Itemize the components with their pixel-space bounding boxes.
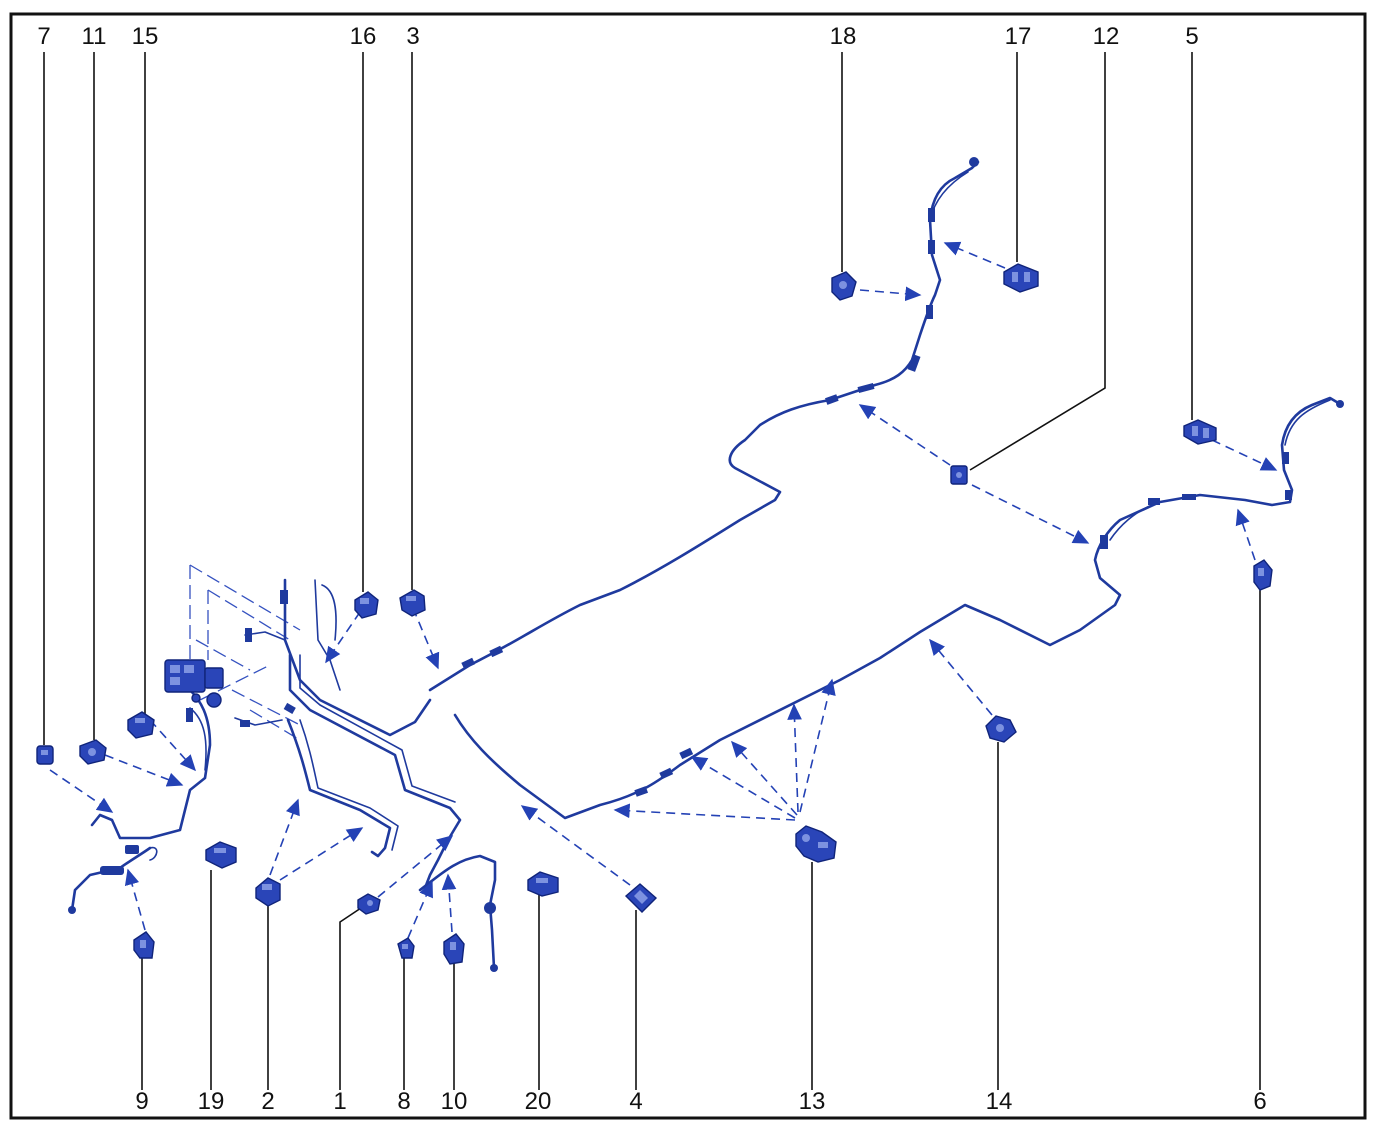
part-9-bracket	[133, 931, 155, 959]
parts	[36, 263, 1273, 965]
callout-15: 15	[132, 23, 159, 50]
part-10-bracket	[443, 933, 465, 965]
callout-17: 17	[1005, 23, 1032, 50]
callout-6: 6	[1253, 1088, 1266, 1115]
callout-13: 13	[799, 1088, 826, 1115]
callout-20: 20	[525, 1088, 552, 1115]
part-6-clip	[1253, 559, 1273, 591]
callout-8: 8	[397, 1088, 410, 1115]
diagram-frame	[9, 12, 1367, 1120]
part-16-clip	[354, 591, 379, 619]
part-20-clip	[527, 871, 559, 897]
callout-7: 7	[37, 23, 50, 50]
part-13-clip	[795, 825, 837, 863]
main-rear-pipe	[428, 160, 980, 692]
callout-12: 12	[1093, 23, 1120, 50]
callout-16: 16	[350, 23, 377, 50]
part-17-clip	[1003, 263, 1039, 293]
callout-2: 2	[261, 1088, 274, 1115]
part-7-clip	[36, 745, 54, 765]
callout-14: 14	[986, 1088, 1013, 1115]
callouts-top: 7 11 15 16 3 18 17 12 5	[37, 23, 1198, 50]
brake-pipes	[70, 160, 1342, 970]
cross-pipe	[453, 396, 1342, 820]
leader-lines	[43, 52, 1261, 1090]
part-3-clip	[399, 589, 426, 617]
abs-modulator	[164, 659, 224, 708]
part-4-clip	[624, 883, 658, 913]
part-5-clip	[1183, 419, 1217, 445]
left-front-hose	[70, 846, 152, 912]
callout-3: 3	[406, 23, 419, 50]
part-11-clip	[79, 739, 107, 765]
callout-9: 9	[135, 1088, 148, 1115]
front-pipe-a	[286, 718, 392, 858]
part-1-clip	[357, 893, 381, 915]
callout-19: 19	[198, 1088, 225, 1115]
part-12-clip	[950, 465, 968, 485]
callout-4: 4	[629, 1088, 642, 1115]
pipe-connectors	[68, 157, 1344, 972]
front-pipe-b	[288, 653, 462, 890]
callouts-bottom: 9 19 2 1 8 10 20 4 13 14 6	[135, 1088, 1266, 1115]
callout-1: 1	[333, 1088, 346, 1115]
callout-18: 18	[830, 23, 857, 50]
part-15-clip	[127, 711, 155, 739]
callout-5: 5	[1185, 23, 1198, 50]
part-14-clip	[985, 715, 1017, 743]
callout-10: 10	[441, 1088, 468, 1115]
assembly-arrows	[49, 241, 1278, 939]
part-2-clip	[255, 877, 281, 907]
callout-11: 11	[82, 23, 107, 50]
part-19-clip	[205, 841, 237, 869]
part-18-clip	[831, 271, 857, 301]
part-8-clip	[397, 937, 415, 959]
